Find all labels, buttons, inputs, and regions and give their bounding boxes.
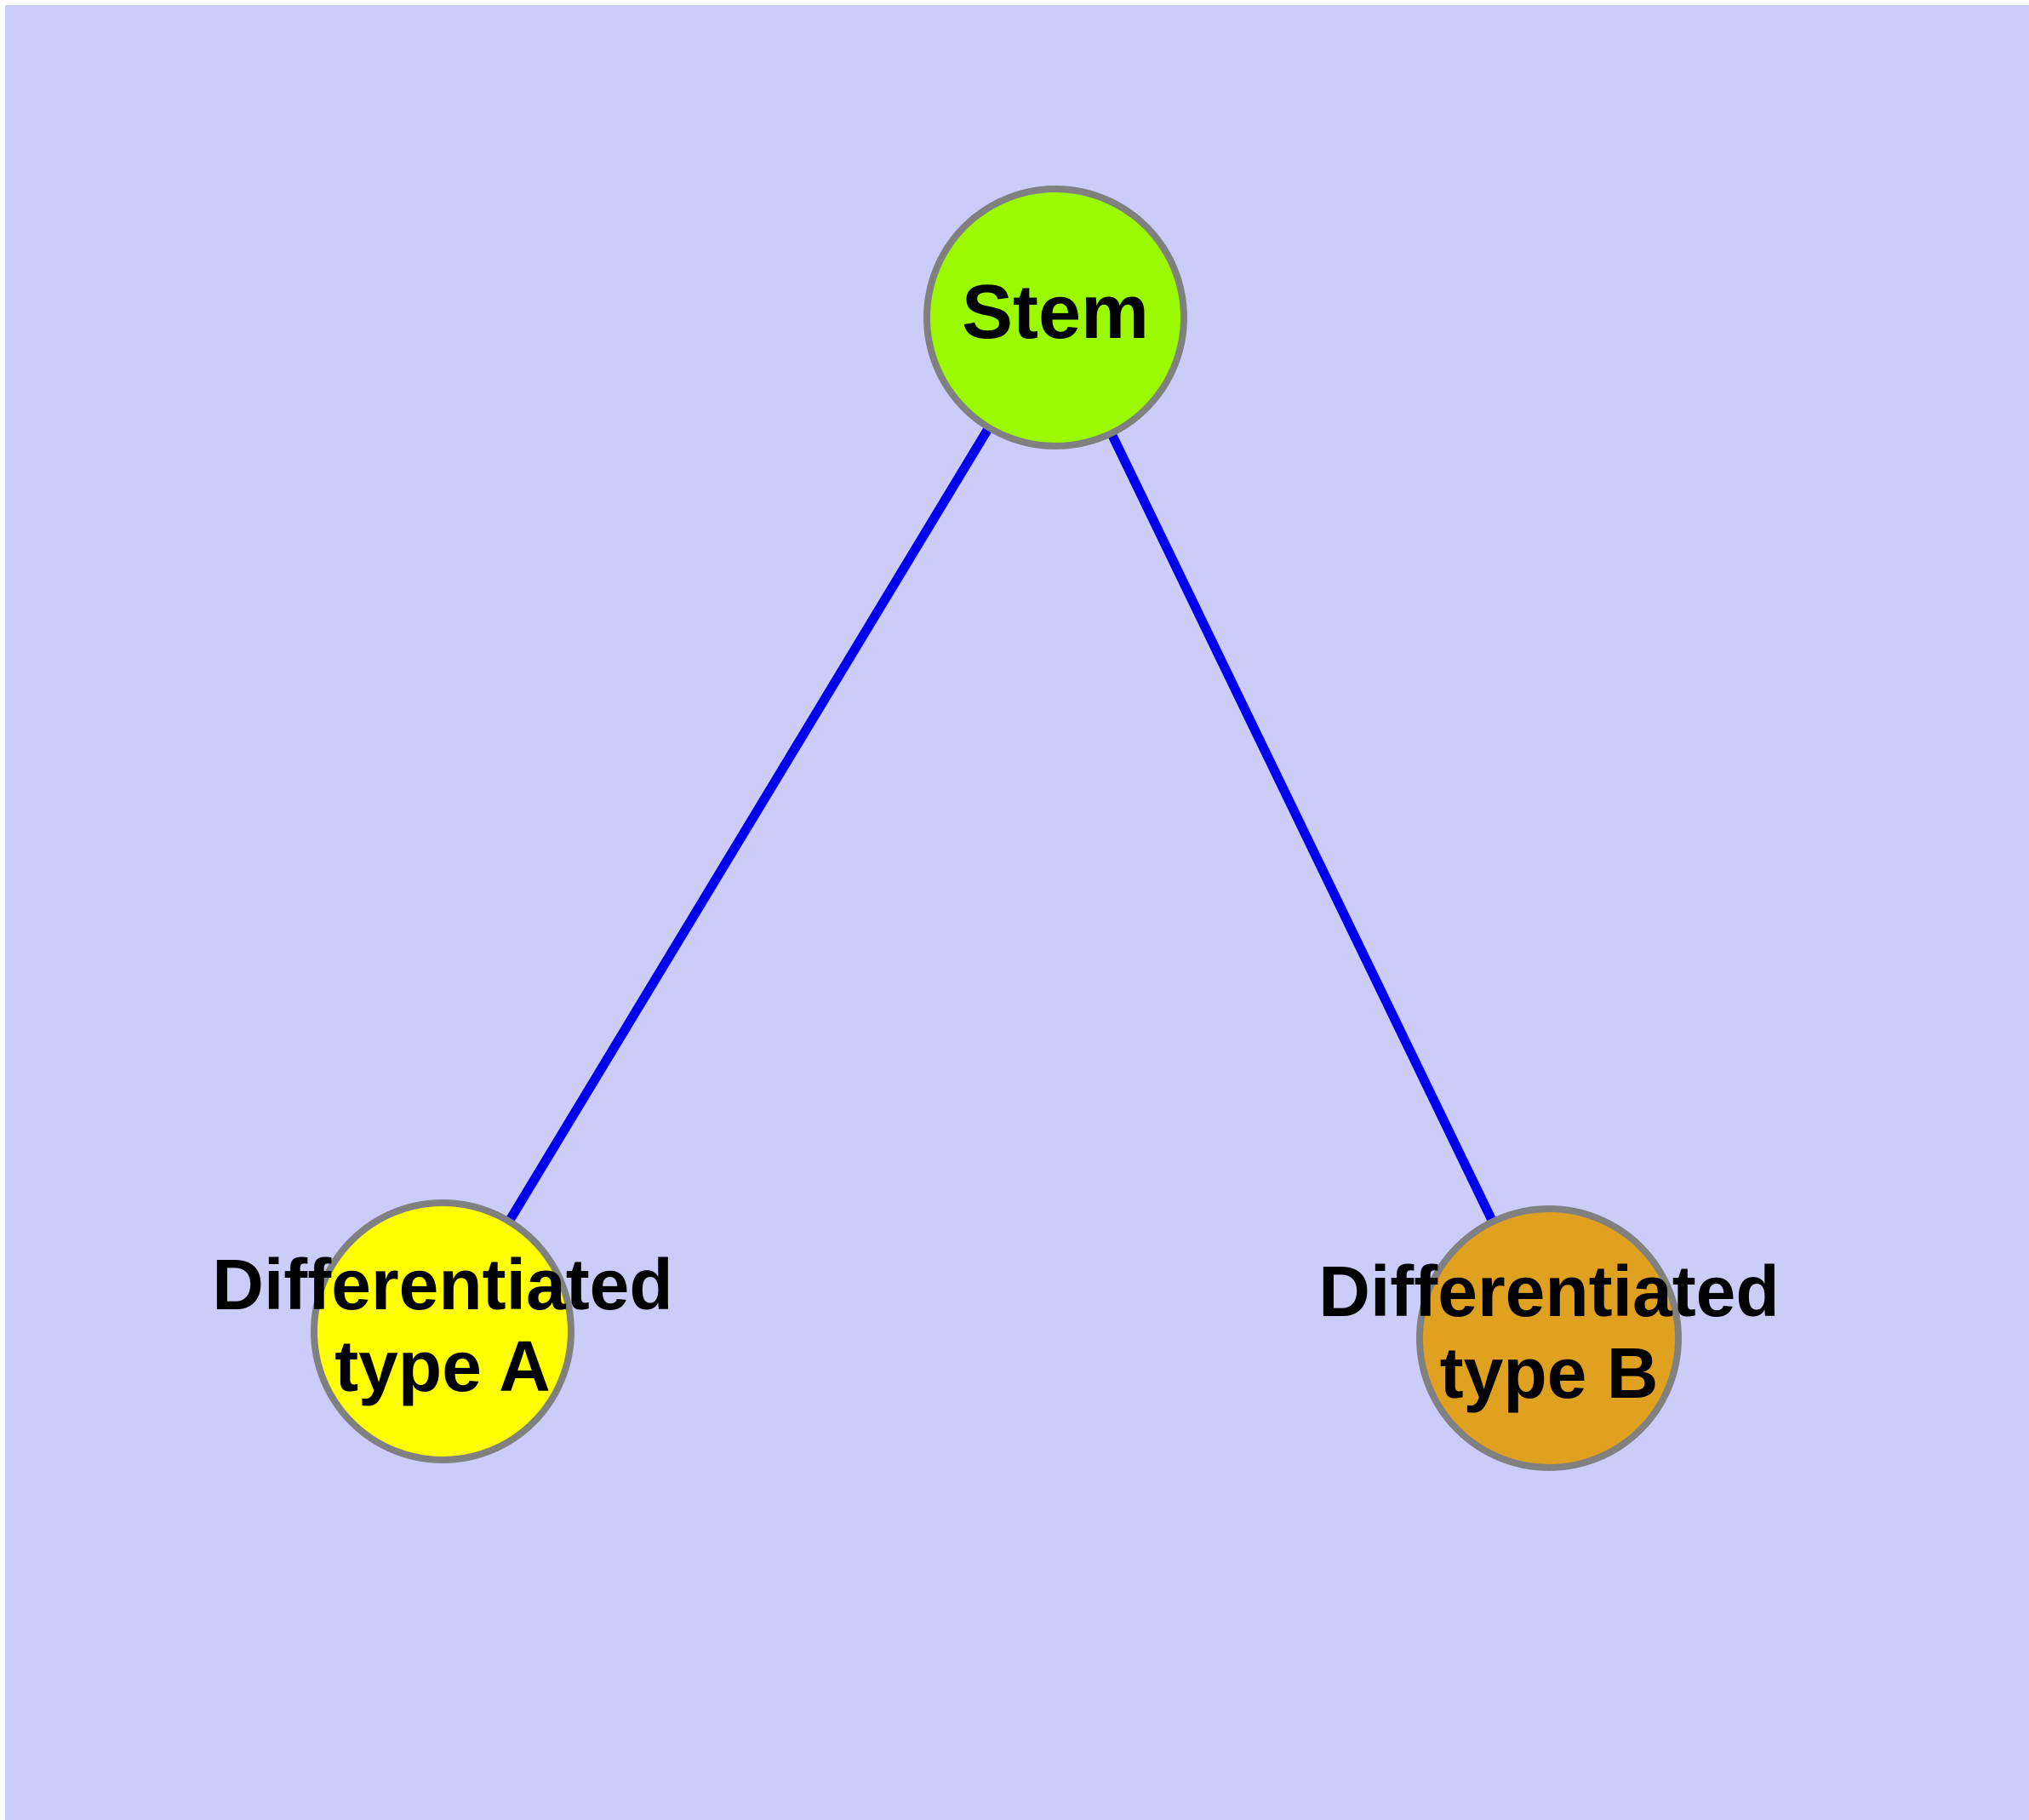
node-label-line: Differentiated bbox=[1318, 1251, 1779, 1331]
node-label-line: type B bbox=[1440, 1333, 1659, 1413]
node-label-stem: Stem bbox=[962, 270, 1149, 355]
node-circle-stem[interactable] bbox=[923, 186, 1187, 449]
edge-stem-to-differentiated-type-b[interactable] bbox=[1106, 429, 1498, 1226]
node-label-line: Differentiated bbox=[212, 1245, 672, 1325]
node-label-line: Stem bbox=[962, 270, 1149, 355]
edge-layer bbox=[504, 423, 1498, 1226]
edge-stem-to-differentiated-type-a[interactable] bbox=[504, 423, 994, 1226]
node-circle-differentiated-type-a[interactable] bbox=[311, 1199, 574, 1463]
node-label-line: type A bbox=[334, 1326, 551, 1406]
node-stem[interactable]: Stem bbox=[923, 186, 1187, 449]
node-circle-differentiated-type-b[interactable] bbox=[1416, 1205, 1682, 1471]
